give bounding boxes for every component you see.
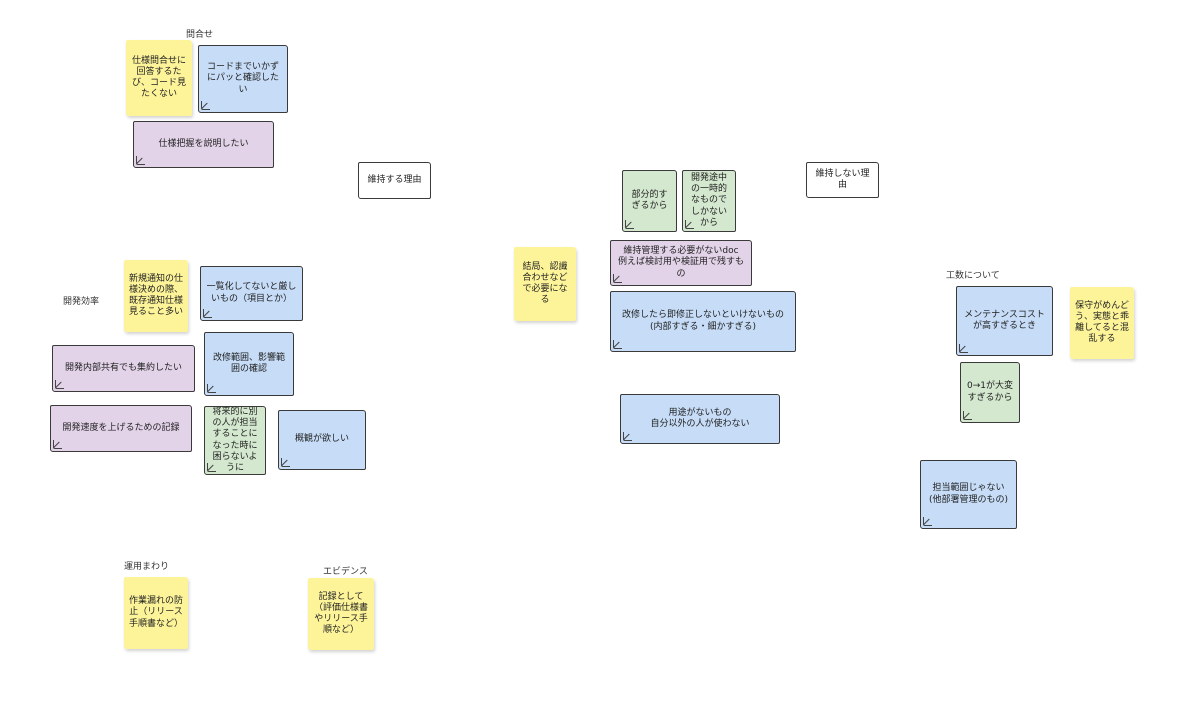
sticky-note-blue[interactable]: コードまでいかずにパッと確認したい — [198, 45, 288, 113]
folded-corner-icon — [613, 340, 622, 349]
sticky-note-purple[interactable]: 開発速度を上げるための記録 — [50, 405, 192, 452]
sticky-note-blue[interactable]: 改修範囲、影響範囲の確認 — [204, 332, 294, 396]
folded-corner-icon — [613, 274, 622, 283]
folded-corner-icon — [625, 220, 634, 229]
folded-corner-icon — [623, 432, 632, 441]
folded-corner-icon — [136, 156, 145, 165]
folded-corner-icon — [55, 380, 64, 389]
header-reasons-not-keep[interactable]: 維持しない理由 — [806, 162, 879, 198]
sticky-note-blue[interactable]: 改修したら即修正しないといけないもの (内部すぎる・細かすぎる) — [610, 291, 796, 352]
sticky-note-yellow[interactable]: 仕様問合せに回答するたび、コード見たくない — [126, 40, 192, 116]
sticky-note-blue[interactable]: 一覧化してないと厳しいもの（項目とか） — [200, 266, 303, 321]
sticky-note-blue[interactable]: 概観が欲しい — [278, 410, 366, 470]
sticky-note-purple[interactable]: 開発内部共有でも集約したい — [52, 345, 195, 392]
folded-corner-icon — [53, 440, 62, 449]
folded-corner-icon — [685, 220, 694, 229]
sticky-note-yellow[interactable]: 結局、認識合わせなどで必要になる — [514, 247, 576, 321]
folded-corner-icon — [203, 309, 212, 318]
sticky-note-yellow[interactable]: 記録として（評価仕様書やリリース手順など） — [308, 578, 374, 650]
header-reasons-keep[interactable]: 維持する理由 — [358, 162, 431, 199]
sticky-note-yellow[interactable]: 新規通知の仕様決めの際、既存通知仕様見ること多い — [124, 260, 188, 332]
section-label-toiawase: 問合せ — [186, 30, 214, 40]
section-label-unyou: 運用まわり — [124, 562, 170, 572]
sticky-note-yellow[interactable]: 保守がめんどう、実態と乖離してると混乱する — [1070, 287, 1134, 359]
section-label-evidence: エビデンス — [323, 567, 368, 577]
sticky-note-green[interactable]: 部分的すぎるから — [622, 170, 677, 232]
section-label-kaihatsu: 開発効率 — [63, 297, 100, 307]
folded-corner-icon — [281, 458, 290, 467]
sticky-note-blue[interactable]: 担当範囲じゃない (他部署管理のもの) — [920, 460, 1017, 529]
folded-corner-icon — [959, 344, 968, 353]
sticky-note-green[interactable]: 0→1が大変すぎるから — [960, 362, 1020, 423]
folded-corner-icon — [207, 463, 216, 472]
folded-corner-icon — [201, 101, 210, 110]
sticky-note-blue[interactable]: メンテナンスコストが高すぎるとき — [956, 286, 1053, 356]
folded-corner-icon — [207, 384, 216, 393]
sticky-note-purple[interactable]: 維持管理する必要がないdoc 例えば検討用や検証用で残すもの — [610, 240, 752, 286]
section-label-kousu: 工数について — [946, 271, 1000, 281]
sticky-note-green[interactable]: 将来的に別の人が担当することになった時に困らないように — [204, 406, 266, 475]
folded-corner-icon — [923, 517, 932, 526]
sticky-note-purple[interactable]: 仕様把握を説明したい — [133, 121, 274, 168]
folded-corner-icon — [963, 411, 972, 420]
sticky-note-green[interactable]: 開発途中の一時的なものでしかないから — [682, 170, 736, 232]
sticky-note-blue[interactable]: 用途がないもの 自分以外の人が使わない — [620, 394, 780, 444]
sticky-note-yellow[interactable]: 作業漏れの防止（リリース手順書など） — [124, 577, 188, 649]
